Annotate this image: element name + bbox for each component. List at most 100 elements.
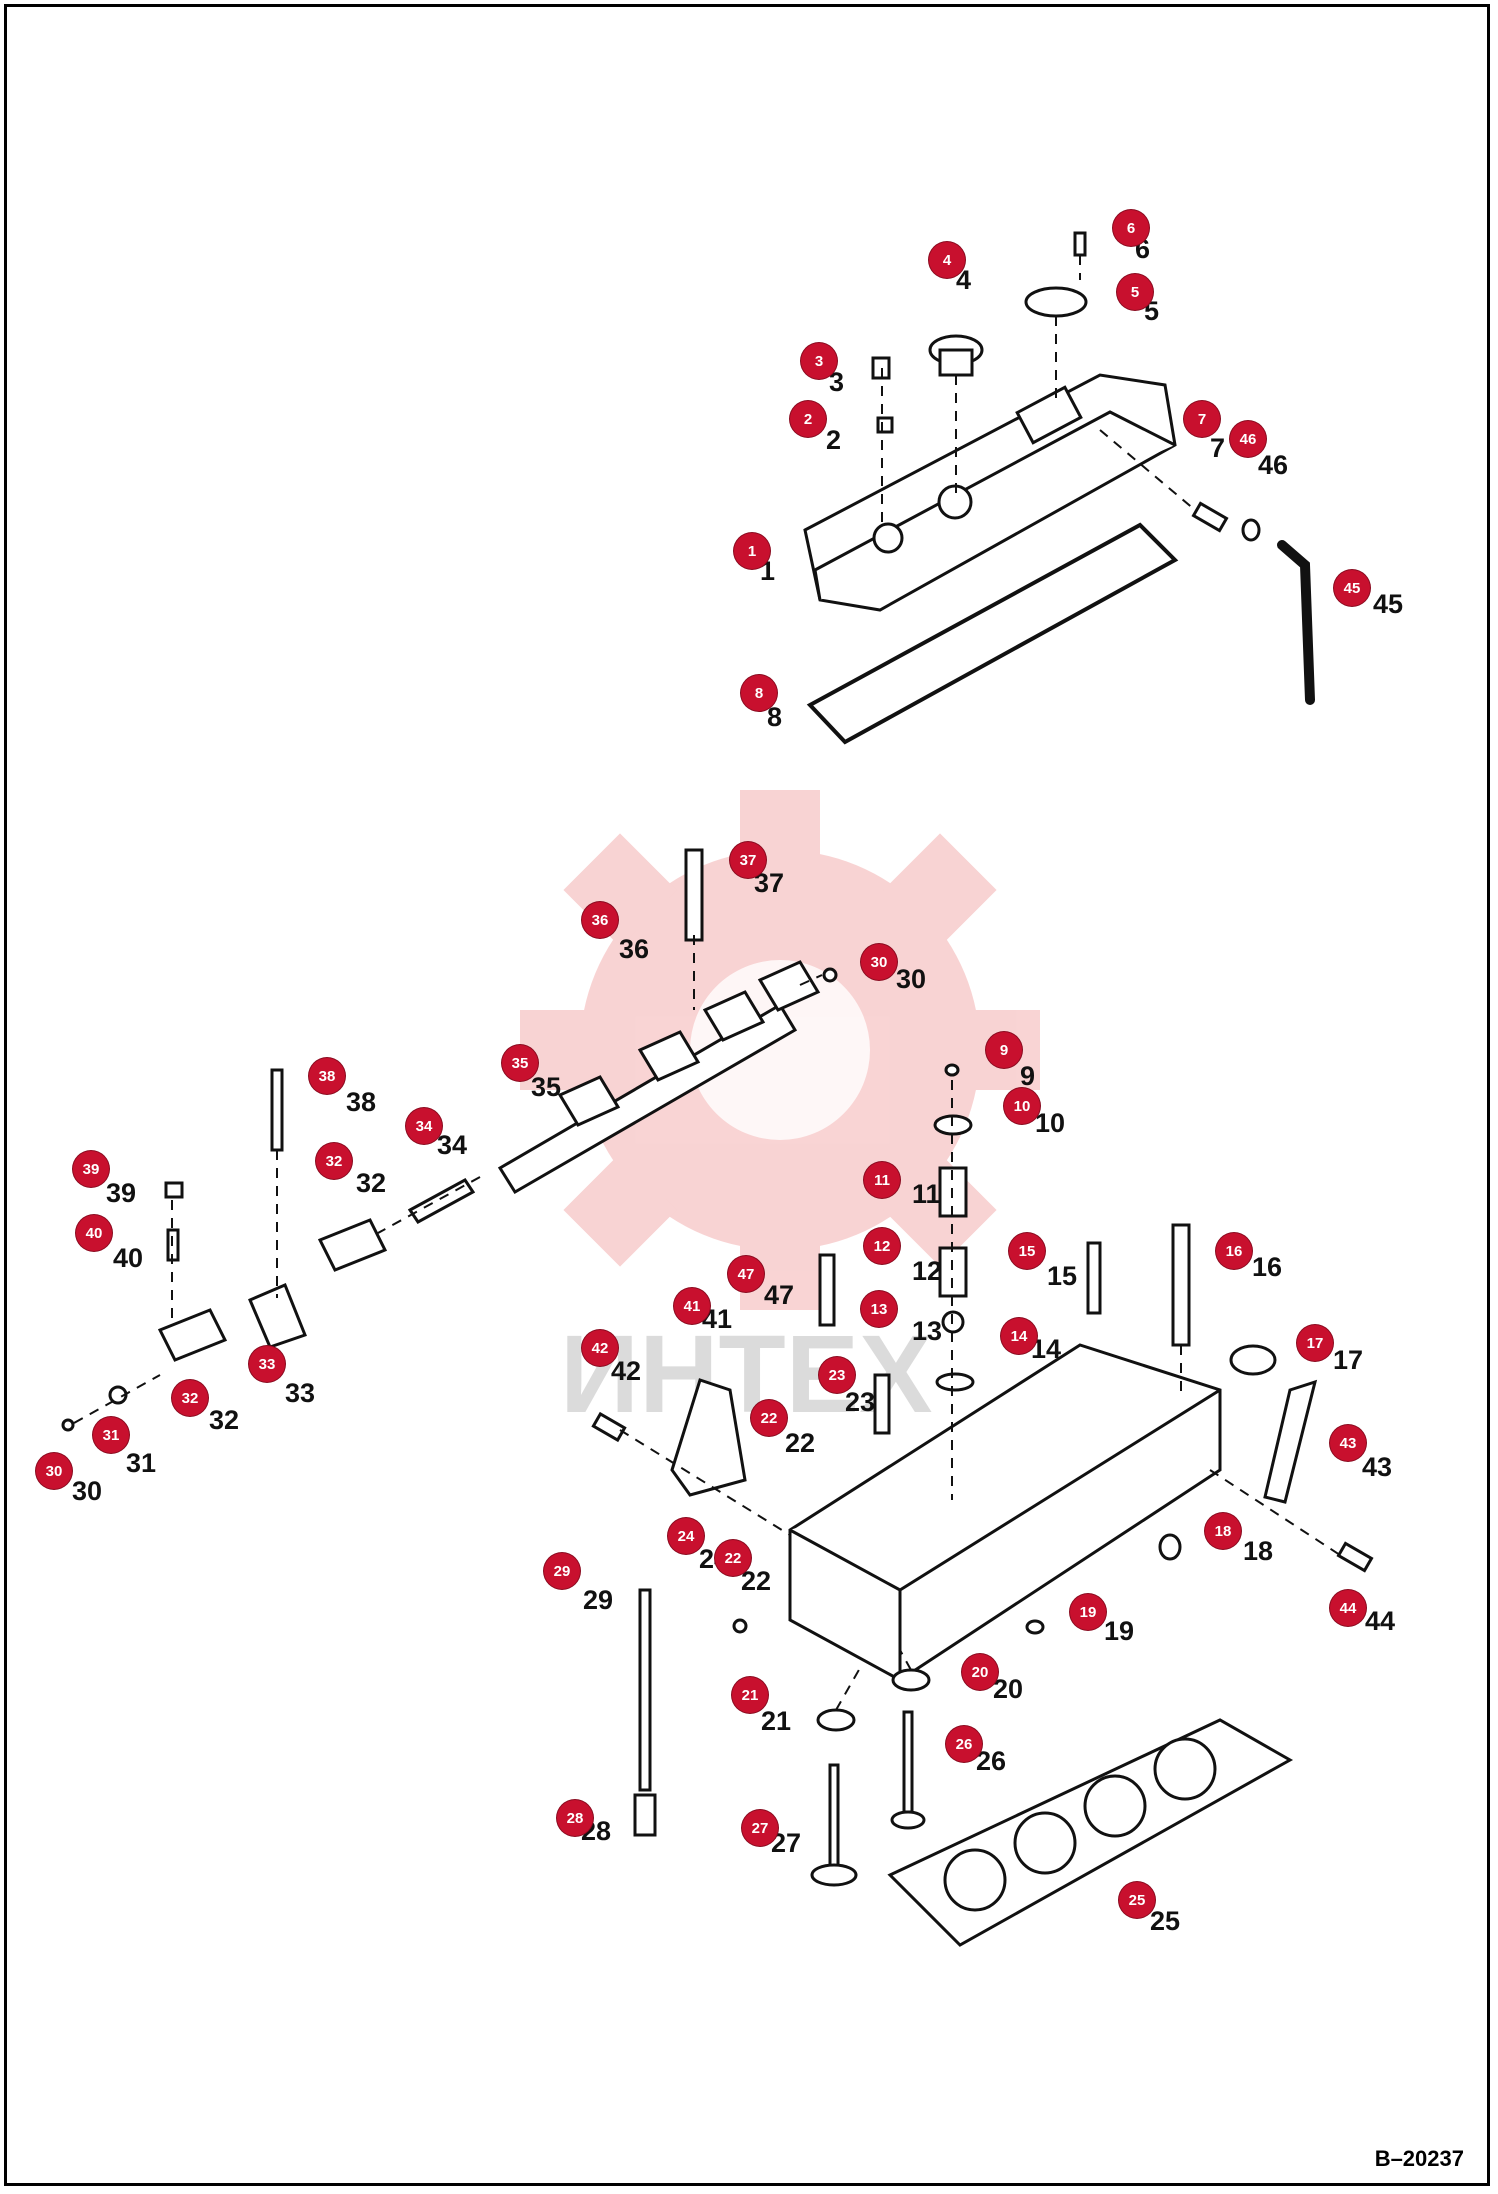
part-number-32: 32: [356, 1168, 387, 1198]
callout-45[interactable]: 45: [1334, 570, 1370, 606]
callout-33[interactable]: 33: [249, 1346, 285, 1382]
part-number-12: 12: [912, 1256, 943, 1286]
valve-cover-gasket: [806, 522, 1179, 745]
callout-5[interactable]: 5: [1117, 274, 1153, 310]
rocker-shaft: [497, 960, 821, 1195]
callout-43[interactable]: 43: [1330, 1425, 1366, 1461]
side-bracket: [1263, 1379, 1374, 1573]
leader-lines: [73, 255, 1341, 1711]
part-number-3: 3: [829, 367, 845, 397]
callout-41[interactable]: 41: [674, 1288, 710, 1324]
callout-26[interactable]: 26: [946, 1726, 982, 1762]
callout-13[interactable]: 13: [861, 1291, 897, 1327]
callout-23[interactable]: 23: [819, 1357, 855, 1393]
callout-27[interactable]: 27: [742, 1810, 778, 1846]
callout-3[interactable]: 3: [801, 343, 837, 379]
part-number-44: 44: [1365, 1606, 1396, 1636]
part-number-42: 42: [611, 1356, 642, 1386]
part-number-43: 43: [1362, 1452, 1393, 1482]
callout-46[interactable]: 46: [1230, 421, 1266, 457]
callout-30[interactable]: 30: [861, 944, 897, 980]
callout-6[interactable]: 6: [1113, 210, 1149, 246]
callout-15[interactable]: 15: [1009, 1233, 1045, 1269]
callout-30[interactable]: 30: [36, 1453, 72, 1489]
cylinder-head: [788, 1343, 1222, 1682]
part-number-38: 38: [346, 1087, 377, 1117]
valves-pushrod: [633, 1588, 926, 1887]
callout-18[interactable]: 18: [1205, 1513, 1241, 1549]
callout-29[interactable]: 29: [544, 1553, 580, 1589]
callout-44[interactable]: 44: [1330, 1590, 1366, 1626]
callout-32[interactable]: 32: [316, 1143, 352, 1179]
part-number-26: 26: [976, 1746, 1007, 1776]
part-number-35: 35: [531, 1072, 562, 1102]
callout-47[interactable]: 47: [728, 1256, 764, 1292]
callout-31[interactable]: 31: [93, 1417, 129, 1453]
callout-7[interactable]: 7: [1184, 401, 1220, 437]
callout-2[interactable]: 2: [790, 401, 826, 437]
part-number-36: 36: [619, 934, 650, 964]
part-number-40: 40: [113, 1243, 144, 1273]
callout-20[interactable]: 20: [962, 1654, 998, 1690]
callout-11[interactable]: 11: [864, 1162, 900, 1198]
lifting-bracket: [670, 1378, 747, 1497]
part-number-8: 8: [767, 702, 783, 732]
part-number-45: 45: [1373, 589, 1404, 619]
part-number-33: 33: [285, 1378, 316, 1408]
callout-36[interactable]: 36: [582, 902, 618, 938]
callout-32[interactable]: 32: [172, 1380, 208, 1416]
callout-14[interactable]: 14: [1001, 1318, 1037, 1354]
part-number-34: 34: [437, 1130, 468, 1160]
callout-25[interactable]: 25: [1119, 1882, 1155, 1918]
callout-34[interactable]: 34: [406, 1108, 442, 1144]
callout-40[interactable]: 40: [76, 1215, 112, 1251]
callout-9[interactable]: 9: [986, 1032, 1022, 1068]
breather-hose: [1277, 540, 1315, 705]
part-number-29: 29: [583, 1585, 614, 1615]
part-number-13: 13: [912, 1316, 943, 1346]
head-gasket: [887, 1718, 1294, 1947]
callout-21[interactable]: 21: [732, 1677, 768, 1713]
callout-35[interactable]: 35: [502, 1045, 538, 1081]
callout-24[interactable]: 24: [668, 1518, 704, 1554]
document-id: B–20237: [1374, 2146, 1464, 2171]
part-number-2: 2: [826, 425, 842, 455]
part-number-17: 17: [1333, 1345, 1364, 1375]
callout-17[interactable]: 17: [1297, 1325, 1333, 1361]
part-number-4: 4: [956, 265, 972, 295]
part-number-23: 23: [845, 1387, 876, 1417]
callout-16[interactable]: 16: [1216, 1233, 1252, 1269]
watermark-text: ИНТЕХ: [560, 1313, 932, 1436]
part-number-9: 9: [1020, 1061, 1036, 1091]
callout-4[interactable]: 4: [929, 242, 965, 278]
callout-8[interactable]: 8: [741, 675, 777, 711]
callout-39[interactable]: 39: [73, 1151, 109, 1187]
part-number-22: 22: [785, 1428, 816, 1458]
part-number-21: 21: [761, 1706, 792, 1736]
part-number-18: 18: [1243, 1536, 1274, 1566]
part-number-30: 30: [896, 964, 927, 994]
part-number-7: 7: [1210, 433, 1226, 463]
callout-1[interactable]: 1: [734, 533, 770, 569]
part-number-22: 22: [741, 1566, 772, 1596]
breather-cap: [1024, 286, 1088, 318]
callout-22[interactable]: 22: [715, 1540, 751, 1576]
callout-38[interactable]: 38: [309, 1058, 345, 1094]
part-number-30: 30: [72, 1476, 103, 1506]
callout-37[interactable]: 37: [730, 842, 766, 878]
callout-10[interactable]: 10: [1004, 1088, 1040, 1124]
part-number-19: 19: [1104, 1616, 1135, 1646]
oil-filler-cap: [928, 334, 984, 377]
callout-28[interactable]: 28: [557, 1800, 593, 1836]
callout-42[interactable]: 42: [582, 1330, 618, 1366]
callout-12[interactable]: 12: [864, 1228, 900, 1264]
part-number-10: 10: [1035, 1108, 1066, 1138]
part-number-39: 39: [106, 1178, 137, 1208]
part-number-46: 46: [1258, 450, 1289, 480]
part-number-32: 32: [209, 1405, 240, 1435]
callout-19[interactable]: 19: [1070, 1594, 1106, 1630]
callout-22[interactable]: 22: [751, 1400, 787, 1436]
part-number-15: 15: [1047, 1261, 1078, 1291]
part-number-11: 11: [912, 1179, 941, 1209]
